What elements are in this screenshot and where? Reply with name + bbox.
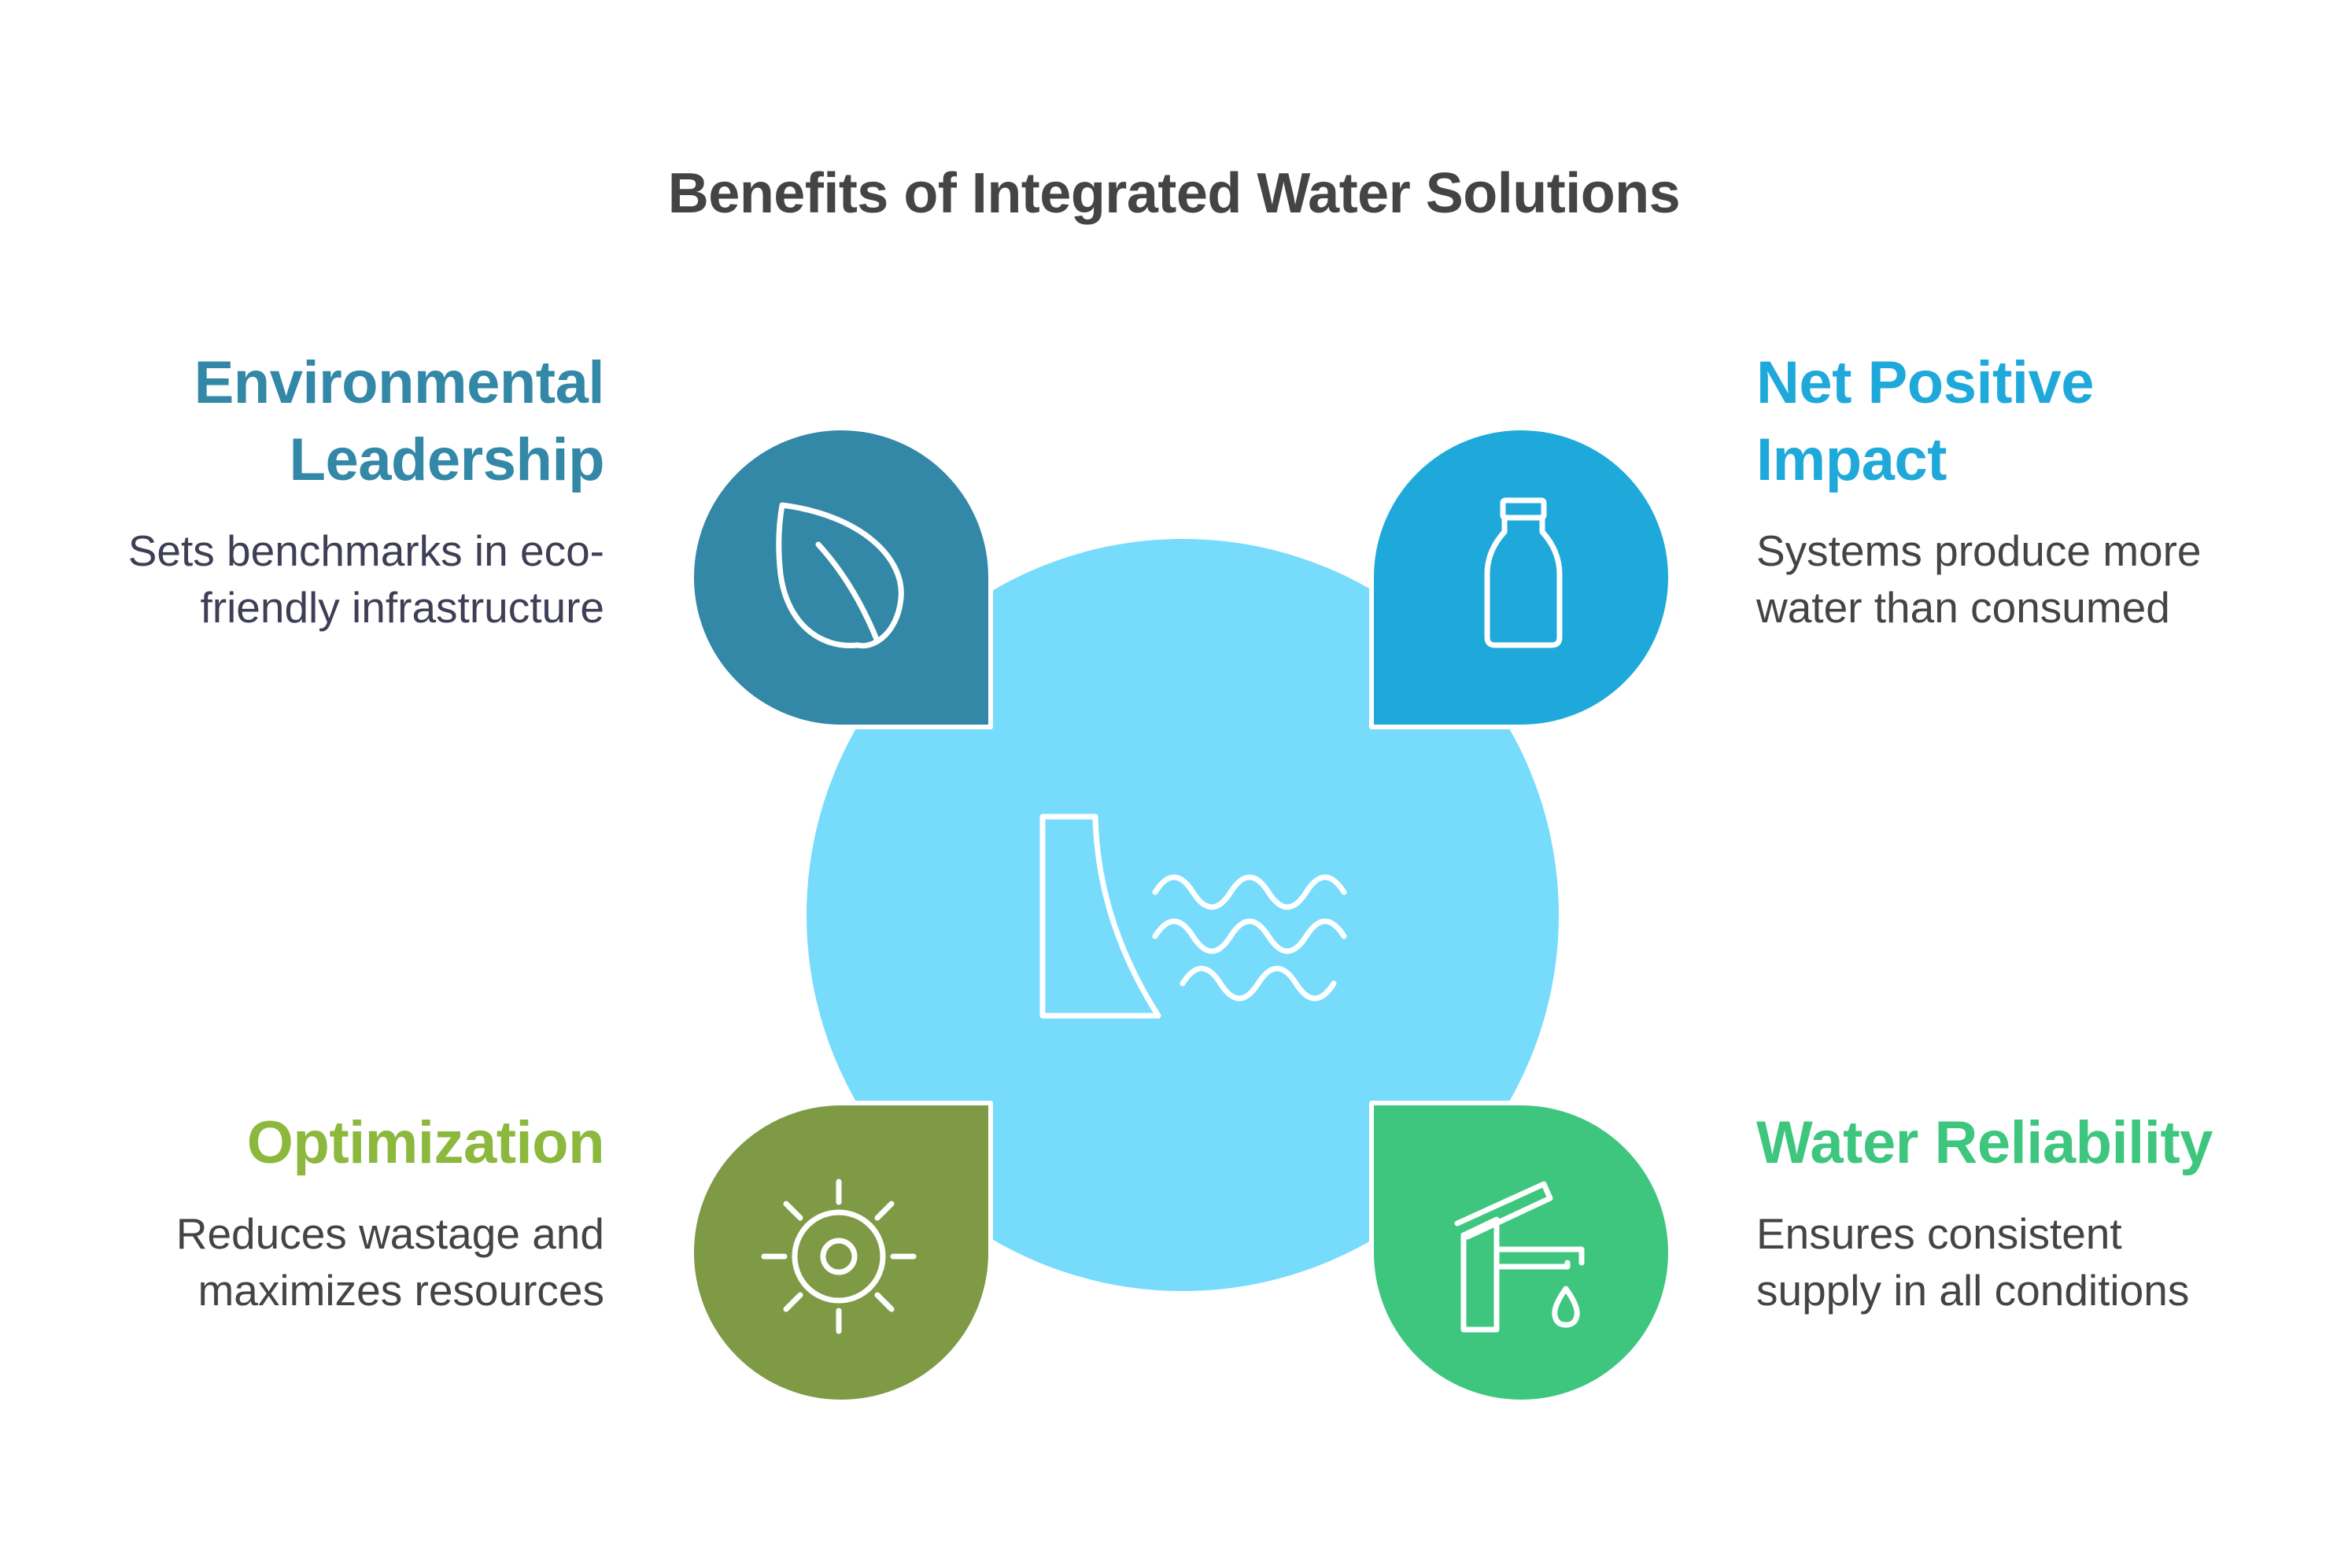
- optimization-title: Optimization: [246, 1109, 605, 1176]
- reliability-block: Water Reliability Ensures consistent sup…: [1756, 1105, 2260, 1319]
- reliability-title: Water Reliability: [1756, 1109, 2213, 1176]
- bottle-icon: [1484, 497, 1563, 648]
- optimization-block: Optimization Reduces wastage and maximiz…: [101, 1105, 605, 1319]
- faucet-icon: [1454, 1181, 1585, 1333]
- reliability-description: Ensures consistent supply in all conditi…: [1756, 1209, 2190, 1315]
- dam-water-icon: [1039, 814, 1347, 1019]
- environmental-block: Environmental Leadership Sets benchmarks…: [101, 345, 605, 636]
- optimization-shape: [689, 1101, 993, 1404]
- page-title: Benefits of Integrated Water Solutions: [667, 162, 1681, 225]
- netpositive-title: Net Positive Impact: [1756, 349, 2095, 493]
- netpositive-block: Net Positive Impact Systems produce more…: [1756, 345, 2260, 636]
- reliability-shape: [1369, 1101, 1673, 1404]
- netpositive-description: Systems produce more water than consumed: [1756, 526, 2202, 632]
- netpositive-shape: [1369, 426, 1673, 729]
- sun-gear-icon: [761, 1179, 917, 1334]
- environmental-description: Sets benchmarks in eco- friendly infrast…: [127, 526, 604, 632]
- leaf-icon: [776, 502, 904, 649]
- optimization-description: Reduces wastage and maximizes resources: [175, 1209, 604, 1315]
- environmental-title: Environmental Leadership: [194, 349, 605, 493]
